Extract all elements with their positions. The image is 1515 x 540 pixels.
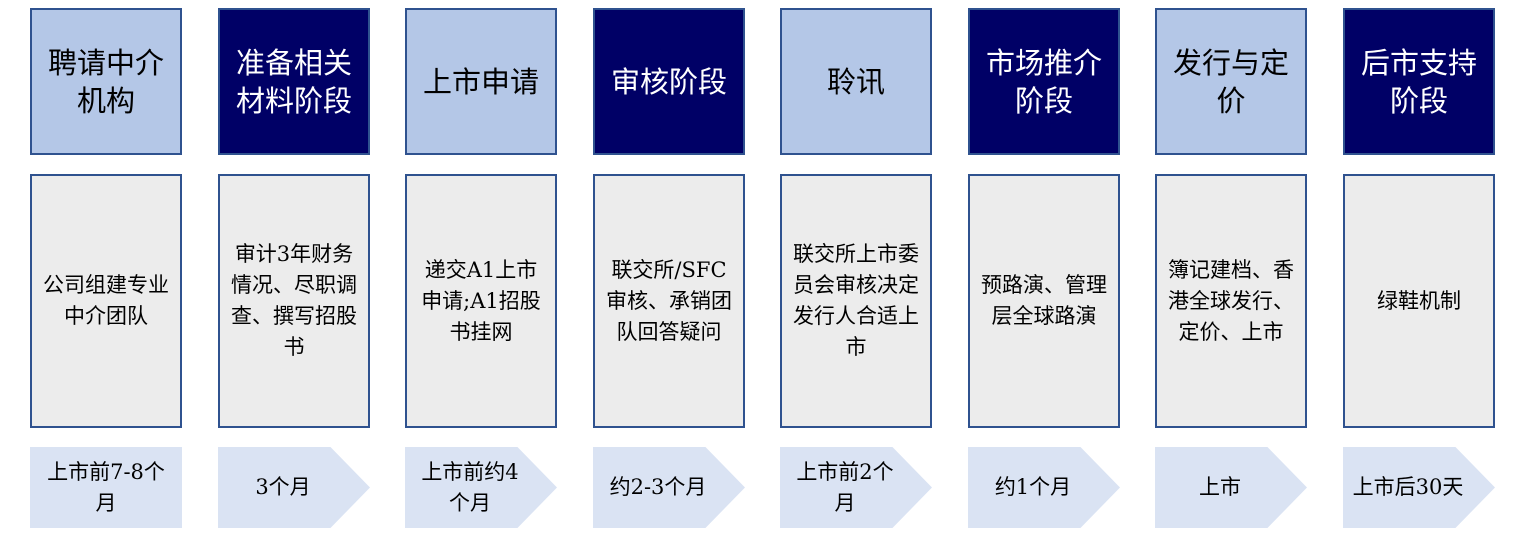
stage-timing-arrow: 上市前约4个月 xyxy=(405,447,557,528)
stage-description: 预路演、管理层全球路演 xyxy=(968,174,1120,428)
stage-title: 聘请中介机构 xyxy=(30,8,182,155)
stage-column: 聘请中介机构 公司组建专业中介团队 上市前7-8个月 xyxy=(30,0,182,540)
stage-column: 后市支持阶段 绿鞋机制 上市后30天 xyxy=(1343,0,1495,540)
stage-timing-arrow: 上市后30天 xyxy=(1343,447,1495,528)
stage-description: 联交所/SFC审核、承销团队回答疑问 xyxy=(593,174,745,428)
stage-description: 审计3年财务情况、尽职调查、撰写招股书 xyxy=(218,174,370,428)
stage-column: 上市申请 递交A1上市申请;A1招股书挂网 上市前约4个月 xyxy=(405,0,557,540)
stage-timing-arrow: 约1个月 xyxy=(968,447,1120,528)
stage-title: 发行与定价 xyxy=(1155,8,1307,155)
stage-description: 绿鞋机制 xyxy=(1343,174,1495,428)
stage-timing-arrow: 约2-3个月 xyxy=(593,447,745,528)
stage-title: 审核阶段 xyxy=(593,8,745,155)
stage-column: 发行与定价 簿记建档、香港全球发行、定价、上市 上市 xyxy=(1155,0,1307,540)
stage-timing-arrow: 3个月 xyxy=(218,447,370,528)
stage-timing-arrow: 上市前7-8个月 xyxy=(30,447,182,528)
stage-description: 联交所上市委员会审核决定发行人合适上市 xyxy=(780,174,932,428)
stage-column: 聆讯 联交所上市委员会审核决定发行人合适上市 上市前2个月 xyxy=(780,0,932,540)
stage-title: 市场推介阶段 xyxy=(968,8,1120,155)
stage-column: 准备相关材料阶段 审计3年财务情况、尽职调查、撰写招股书 3个月 xyxy=(218,0,370,540)
stage-description: 簿记建档、香港全球发行、定价、上市 xyxy=(1155,174,1307,428)
stage-timing-arrow: 上市前2个月 xyxy=(780,447,932,528)
stage-title: 上市申请 xyxy=(405,8,557,155)
stage-title: 聆讯 xyxy=(780,8,932,155)
stage-description: 递交A1上市申请;A1招股书挂网 xyxy=(405,174,557,428)
stage-column: 市场推介阶段 预路演、管理层全球路演 约1个月 xyxy=(968,0,1120,540)
stage-title: 后市支持阶段 xyxy=(1343,8,1495,155)
stage-timing-arrow: 上市 xyxy=(1155,447,1307,528)
stage-description: 公司组建专业中介团队 xyxy=(30,174,182,428)
stage-column: 审核阶段 联交所/SFC审核、承销团队回答疑问 约2-3个月 xyxy=(593,0,745,540)
stage-title: 准备相关材料阶段 xyxy=(218,8,370,155)
